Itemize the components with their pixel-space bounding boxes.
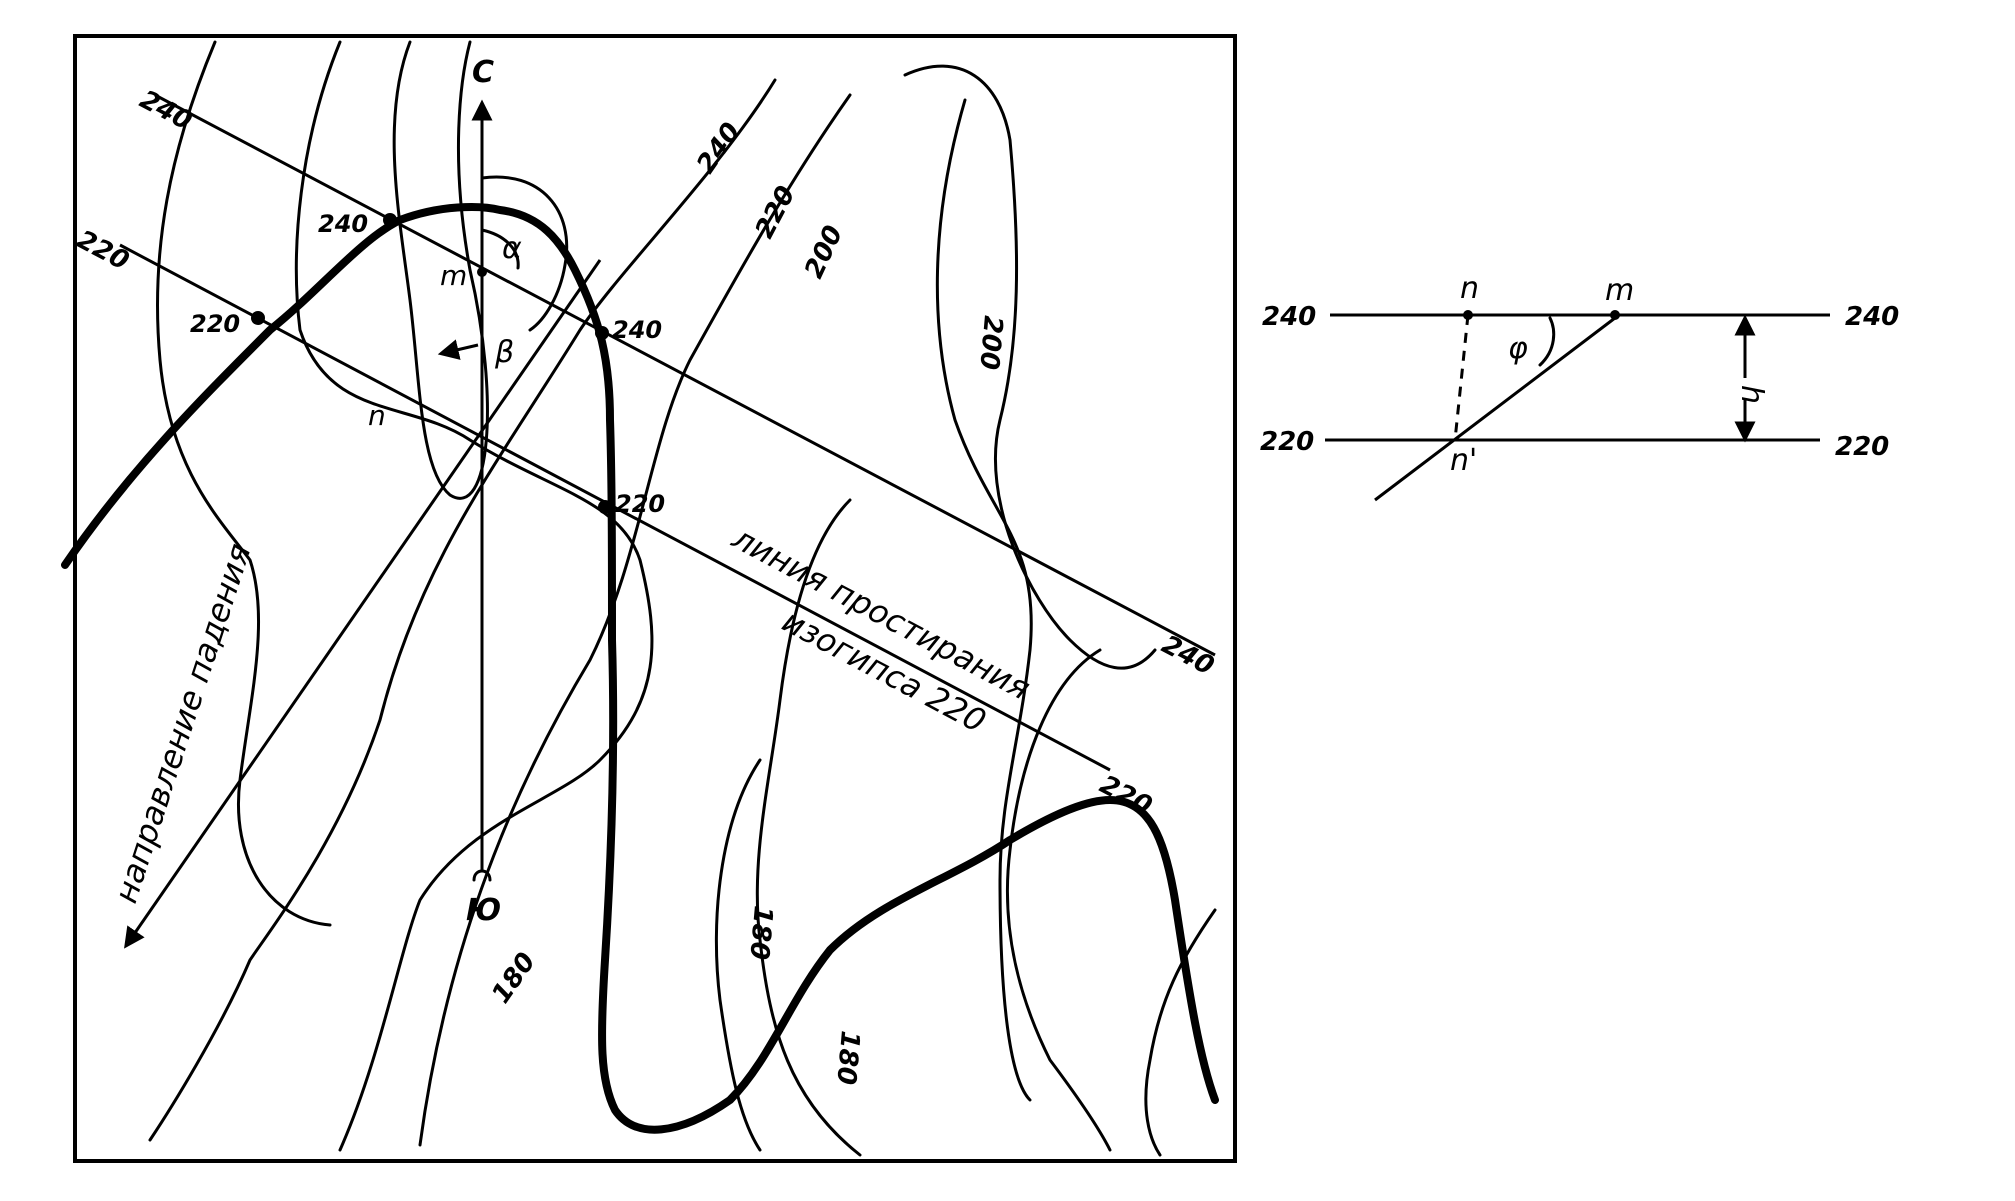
map-frame — [73, 34, 1237, 1163]
point-label-220-mid: 220 — [615, 490, 665, 518]
section-label-h: h — [1734, 385, 1769, 404]
contour-240 — [148, 78, 777, 1142]
contour-inner-loop — [294, 40, 654, 1152]
section-point-n — [1463, 310, 1473, 320]
section-point-m — [1610, 310, 1620, 320]
section-label-220-right: 220 — [1835, 432, 1889, 462]
point-label-240-mid: 240 — [612, 316, 662, 344]
label-m: m — [440, 259, 467, 292]
point-220-left — [251, 311, 265, 325]
strike-line-240 — [154, 93, 1216, 657]
compass-north: С — [472, 55, 494, 90]
contour-label-180-low: 180 — [830, 1029, 865, 1086]
label-n: n — [368, 399, 386, 432]
phi-arc — [1538, 316, 1556, 367]
contour-180-mid — [714, 758, 762, 1152]
point-label-220-left: 220 — [190, 310, 240, 338]
outcrop-line — [61, 203, 1219, 1134]
contour-label-220: 220 — [750, 181, 802, 243]
contour-200 — [903, 64, 1157, 670]
contour-label-200-right: 200 — [973, 314, 1008, 371]
strike-line-220 — [119, 243, 1111, 772]
compass-south: Ю — [466, 893, 501, 928]
contour-180 — [755, 498, 862, 1157]
south-tick — [472, 869, 492, 882]
alpha-arc — [480, 175, 569, 332]
beta-label: β — [494, 335, 514, 370]
point-220-mid — [598, 500, 612, 514]
contour-tongue — [392, 40, 489, 500]
contour-label-200: 200 — [799, 221, 849, 283]
contour-label-180: 180 — [486, 947, 542, 1009]
strike-label-240-top: 240 — [135, 85, 197, 137]
alpha-arc-inner — [480, 228, 520, 270]
dip-direction-caption: направление падения — [106, 539, 258, 908]
dip-direction-line — [124, 259, 602, 949]
cross-section: 240 240 220 220 n m n' φ h — [1260, 271, 1899, 502]
point-m — [477, 267, 487, 277]
section-label-phi: φ — [1508, 331, 1528, 366]
contour-left — [155, 40, 332, 927]
beta-arrow — [437, 339, 479, 360]
point-240-left — [383, 213, 397, 227]
contour-220 — [418, 93, 852, 1147]
strike-label-240-bottom: 240 — [1157, 630, 1219, 682]
contour-180-right — [1005, 648, 1112, 1152]
point-label-240-left: 240 — [318, 210, 368, 238]
point-240-mid — [595, 326, 609, 340]
contour-lines — [148, 40, 1217, 1157]
section-label-220-left: 220 — [1260, 427, 1314, 457]
section-vertical-dashed — [1453, 314, 1470, 441]
section-label-240-left: 240 — [1262, 302, 1316, 332]
section-label-m: m — [1605, 273, 1634, 308]
contour-200-lower — [935, 98, 1033, 1102]
alpha-label: α — [502, 231, 522, 266]
contour-label-180-mid: 180 — [743, 904, 778, 961]
section-label-240-right: 240 — [1845, 302, 1899, 332]
contour-label-240: 240 — [691, 117, 747, 179]
section-label-n: n — [1460, 271, 1479, 306]
strike-label-220-top: 220 — [72, 225, 134, 277]
section-dip-line — [1374, 316, 1616, 502]
section-label-n-prime: n' — [1450, 443, 1477, 478]
contour-right-edge — [1144, 908, 1217, 1157]
